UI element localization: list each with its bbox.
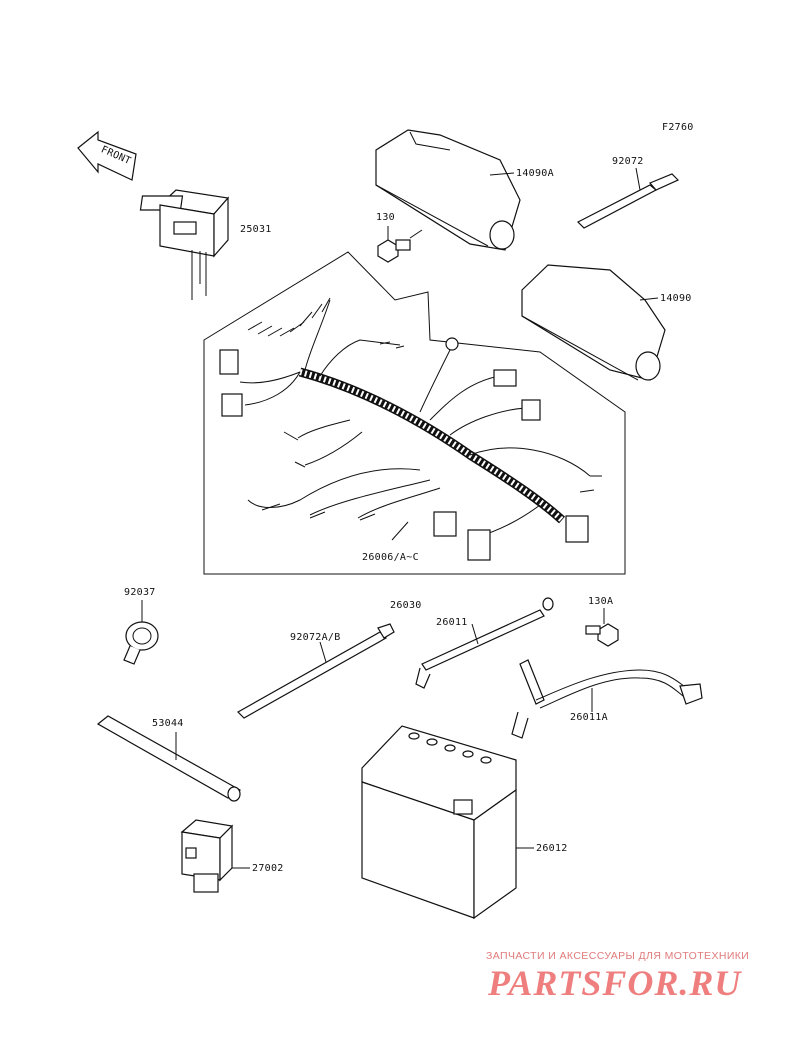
part-label-25031: 25031 <box>240 224 272 235</box>
harness-group-outline <box>203 251 626 575</box>
cable-26011A <box>511 659 703 739</box>
clamp-92037 <box>123 600 159 665</box>
battery-26012 <box>361 725 534 920</box>
cover-14090 <box>521 264 666 381</box>
part-label-130: 130 <box>376 212 395 223</box>
part-label-92072: 92072 <box>612 156 644 167</box>
part-label-14090A: 14090A <box>516 168 554 179</box>
cable-26011 <box>415 597 554 689</box>
watermark-subtitle: ЗАПЧАСТИ И АКСЕССУАРЫ ДЛЯ МОТОТЕХНИКИ <box>486 950 750 962</box>
meter-25031 <box>139 189 230 300</box>
tie-92072AB <box>237 623 395 719</box>
part-label-26011: 26011 <box>436 617 468 628</box>
watermark-logo: PARTSFOR.RU <box>488 963 742 1003</box>
part-label-92037: 92037 <box>124 587 156 598</box>
bolt-130A <box>585 608 619 647</box>
part-label-130A: 130A <box>588 596 613 607</box>
front-arrow-icon: FRONT <box>77 130 137 181</box>
bolt-130 <box>377 226 423 263</box>
part-label-53044: 53044 <box>152 718 184 729</box>
part-label-26030: 26030 <box>390 600 422 611</box>
tube-53044 <box>96 715 242 802</box>
figure-code: F2760 <box>662 122 694 133</box>
cover-14090A <box>375 129 521 251</box>
part-label-26006: 26006/A~C <box>362 552 419 563</box>
relay-27002 <box>180 819 250 893</box>
tie-92072 <box>576 167 680 229</box>
part-label-14090: 14090 <box>660 293 692 304</box>
part-label-26012: 26012 <box>536 843 568 854</box>
part-label-92072AB: 92072A/B <box>290 632 341 643</box>
part-label-26011A: 26011A <box>570 712 608 723</box>
part-label-27002: 27002 <box>252 863 284 874</box>
wiring-harness <box>219 297 602 561</box>
